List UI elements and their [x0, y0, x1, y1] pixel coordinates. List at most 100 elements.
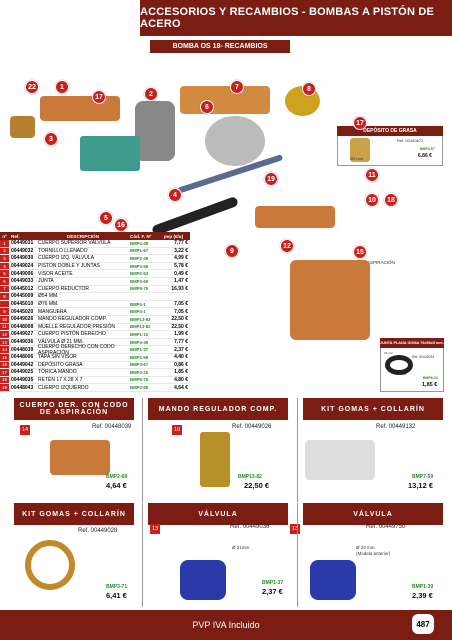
diagram-number: 17	[353, 116, 367, 130]
product-price: 4,64 €	[106, 481, 127, 490]
product-title: KIT GOMAS + COLLARÍN	[303, 398, 443, 420]
table-cell: BMP9-79	[130, 286, 149, 292]
product-price: 13,12 €	[408, 481, 434, 490]
product-ref: Ref. 00449132	[376, 424, 416, 430]
table-cell: BMP2-58	[130, 354, 149, 360]
header-cell: DESCRIPCIÓN	[67, 233, 99, 239]
product-code: BMP3-71	[106, 584, 128, 590]
diagram-number: 5	[99, 211, 113, 225]
diagram-number: 17	[92, 90, 106, 104]
divider	[297, 398, 298, 502]
table-cell: MUELLE REGULADOR PRESIÓN	[38, 323, 115, 330]
header-cell: Cód. F. Nº	[130, 233, 152, 239]
product-ref: Ref. 00449028	[78, 528, 118, 534]
junta-ref: Ref. 00440034	[412, 355, 435, 359]
junta-ring-image	[385, 355, 413, 375]
table-cell: 6	[0, 277, 9, 285]
diagram-part	[205, 116, 265, 166]
table-cell: 00449035	[11, 376, 34, 383]
product-price: 2,39 €	[412, 591, 433, 600]
junta-dim1: 76 mm	[384, 351, 394, 355]
table-cell: BMP4-25	[130, 369, 149, 375]
diagram-number: 18	[384, 193, 398, 207]
table-cell: 16	[0, 361, 9, 369]
product-title: CUERPO DER. CON CODO DE ASPIRACIÓN	[14, 398, 134, 420]
table-cell: 00449006	[11, 270, 34, 277]
table-cell: 00449033	[11, 278, 34, 285]
table-cell: 16,93 €	[171, 285, 188, 292]
deposito-ref: Ref. 00440672	[397, 138, 424, 143]
diagram-part	[10, 116, 35, 138]
product-badge: 10	[172, 425, 182, 435]
product-image	[50, 440, 110, 475]
header-cell: nº	[2, 233, 7, 239]
product-ref: Ref. 00449026	[232, 424, 272, 430]
table-cell: 2,37 €	[174, 346, 188, 353]
table-cell: Ø76 MM.	[38, 301, 59, 308]
table-cell: 00449027	[11, 331, 34, 338]
product-price: 6,41 €	[106, 591, 127, 600]
table-cell: 22,50 €	[171, 316, 188, 323]
pump-body-image	[290, 260, 370, 340]
table-cell: 11	[0, 323, 9, 331]
table-cell: 1	[0, 240, 9, 247]
diagram-part	[40, 96, 120, 121]
table-cell: 00445012	[11, 285, 34, 292]
table-cell: 22,50 €	[171, 323, 188, 330]
table-cell: VISOR ACEITE	[38, 270, 73, 277]
table-cell: BMP3-69	[130, 278, 149, 284]
table-cell: 7,05 €	[174, 301, 188, 308]
diagram-number: 12	[280, 239, 294, 253]
diagram-part	[180, 86, 270, 114]
deposito-part-image	[350, 138, 370, 162]
table-cell: 00449026	[11, 316, 34, 323]
diagram-number: 2	[144, 87, 158, 101]
table-cell: 1,99 €	[174, 331, 188, 338]
aspiracion-label: ASPIRACIÓN	[367, 260, 395, 265]
junta-price: 1,85 €	[422, 382, 438, 388]
product-dim-note: (Modelo anterior)	[356, 551, 391, 556]
table-cell: TORNILLO LLENADO	[38, 247, 88, 254]
header-cell: pvp (€/u)	[164, 233, 184, 239]
table-cell: BMP3-56	[130, 263, 149, 269]
junta-dim2: 58 mm	[397, 372, 407, 376]
table-cell: 4,80 €	[174, 376, 188, 383]
table-cell: BMP2-53	[130, 271, 149, 277]
table-cell: 3	[0, 255, 9, 262]
product-badge: 13	[150, 524, 160, 534]
diagram-number: 3	[44, 132, 58, 146]
diagram-number: 19	[264, 172, 278, 186]
diagram-number: 9	[225, 244, 239, 258]
table-cell: BMP13-82	[130, 324, 151, 330]
table-cell: BMP4-49	[130, 240, 149, 246]
product-price: 22,50 €	[244, 481, 270, 490]
diagram-number: 22	[25, 80, 39, 94]
product-code: BMP7-59	[412, 474, 434, 480]
product-badge: 13	[290, 524, 300, 534]
table-cell: 17	[0, 369, 9, 376]
exploded-diagram	[0, 56, 335, 237]
table-cell: 00445010	[11, 301, 34, 308]
table-cell: 00449025	[11, 369, 34, 376]
deposito-code: BMP3-67	[420, 147, 435, 151]
table-cell: BMP3-67	[130, 362, 149, 368]
table-cell: 5,78 €	[174, 263, 188, 270]
table-cell: 15	[0, 353, 9, 361]
product-dim: Ø 22 mm.	[356, 545, 376, 550]
product-dim: Ø 21mm.	[232, 545, 251, 550]
junta-code: BMP6-34	[423, 376, 438, 380]
table-cell: TÓRICA MANDO	[38, 369, 77, 376]
product-ref: Ref. 00449750	[366, 524, 406, 530]
